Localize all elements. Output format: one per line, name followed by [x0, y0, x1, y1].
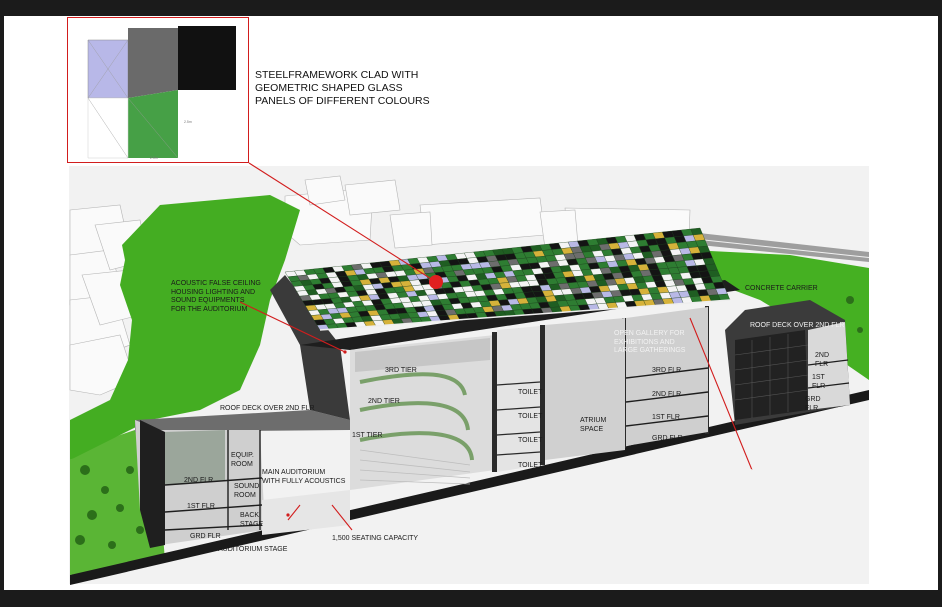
roof-side-dark	[270, 275, 350, 420]
seating-steps	[359, 449, 471, 485]
auditorium-stage	[262, 490, 350, 535]
label-tier-3: 3RD TIER	[385, 367, 417, 374]
callout-dot	[429, 275, 443, 289]
label-truss-note: CIRCULAR SECTION STEEL TRUSS (150mm dia)…	[720, 469, 827, 510]
seating-tiers	[359, 372, 474, 461]
label-auditorium-stage: AUDITORIUM STAGE	[218, 546, 288, 553]
steel-truss	[319, 299, 731, 331]
label-right-grd-flr: GRD FLR	[805, 396, 821, 412]
label-toilet-2: TOILET	[518, 413, 543, 420]
auditorium-interior	[350, 335, 495, 490]
inset-caption: STEELFRAMEWORK CLAD WITH GEOMETRIC SHAPE…	[255, 69, 430, 107]
label-left-grd-flr: GRD FLR	[190, 533, 221, 540]
dimension-bottom: 2.5m	[150, 156, 158, 160]
roof-glass-panels	[284, 227, 731, 331]
roof-deck-left	[135, 410, 350, 432]
label-concrete-carrier: CONCRETE CARRIER	[745, 285, 818, 292]
trees	[75, 296, 863, 549]
label-roof-deck-right: ROOF DECK OVER 2ND FLR	[750, 322, 845, 329]
glass-panel-detail-drawing	[87, 26, 236, 159]
label-open-gallery: OPEN GALLERY FOR EXHIBITIONS AND LARGE G…	[614, 330, 686, 354]
label-tier-2: 2ND TIER	[368, 398, 400, 405]
atrium-space	[545, 318, 625, 460]
label-left-1st-flr: 1ST FLR	[187, 503, 215, 510]
label-back-stage: BACK STAGE	[240, 512, 264, 528]
label-right-2nd-flr: 2ND FLR	[815, 352, 830, 368]
grass-left	[70, 195, 300, 460]
label-atrium: ATRIUM SPACE	[580, 417, 607, 433]
label-toilet-3: TOILET	[518, 437, 543, 444]
callout-lines	[239, 162, 753, 531]
middle-floors-block	[626, 307, 708, 446]
ground-base	[70, 390, 869, 585]
service-core	[497, 326, 540, 472]
label-equip-room: EQUIP. ROOM	[231, 452, 254, 468]
label-mid-3rd-flr: 3RD FLR	[652, 367, 682, 374]
label-mid-grd-flr: GRD FLR	[652, 435, 683, 442]
label-acoustic-ceiling: ACOUSTIC FALSE CEILING HOUSING LIGHTING …	[171, 280, 261, 313]
grass-right	[690, 250, 869, 380]
label-roof-deck-left: ROOF DECK OVER 2ND FLR	[220, 405, 315, 412]
label-toilet-4: TOILET	[518, 462, 543, 469]
dimension-side: 2.5m	[184, 120, 192, 124]
glass-panel-detail-inset: 2.5m 2.5m	[67, 17, 249, 163]
label-main-auditorium: MAIN AUDITORIUM WITH FULLY ACOUSTICS	[262, 469, 346, 485]
label-sound-room: SOUND ROOM	[234, 483, 260, 499]
label-seating-capacity: 1,500 SEATING CAPACITY	[332, 535, 419, 542]
label-left-2nd-flr: 2ND FLR	[184, 477, 214, 484]
label-right-1st-flr: 1ST FLR	[812, 374, 826, 390]
road	[690, 232, 869, 262]
label-toilet-1: TOILET	[518, 389, 543, 396]
label-mid-1st-flr: 1ST FLR	[652, 414, 680, 421]
label-tier-1: 1ST TIER	[352, 432, 383, 439]
label-mid-2nd-flr: 2ND FLR	[652, 391, 682, 398]
